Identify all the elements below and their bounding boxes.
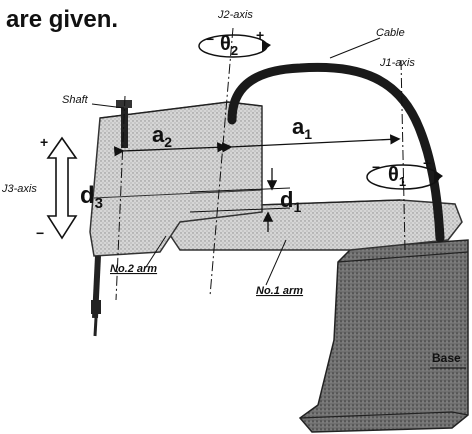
shaft [91, 100, 132, 337]
j2-axis-line [209, 27, 234, 297]
cable-label: Cable [376, 27, 405, 39]
no1-arm-label: No.1 arm [256, 285, 303, 297]
no2-arm-label: No.2 arm [110, 263, 157, 275]
j3-minus-sign: − [36, 225, 44, 241]
symbol-theta1: θ1 [388, 164, 406, 189]
j2-axis-label: J2-axis [217, 9, 253, 21]
no2-arm-leader [145, 235, 167, 268]
symbol-theta2: θ2 [220, 33, 238, 58]
j3-axis-label: J3-axis [1, 183, 37, 195]
dimension-a2 [114, 142, 228, 157]
symbol-d1: d1 [280, 187, 301, 215]
theta1-minus-sign: − [372, 159, 380, 175]
symbol-a2: a2 [152, 122, 172, 150]
heading-text: are given. [6, 6, 118, 33]
no1-arm-leader [265, 239, 287, 286]
no2-arm [89, 101, 263, 257]
cable [227, 62, 445, 243]
cable-leader [329, 37, 381, 59]
theta2-minus-sign: − [206, 31, 214, 47]
symbol-a1: a1 [292, 114, 312, 142]
symbol-d3: d3 [80, 182, 103, 212]
j3-plus-sign: + [40, 134, 48, 150]
dimension-d1 [189, 168, 291, 232]
j1-axis-line [400, 59, 406, 251]
j3-axis-line [115, 95, 126, 301]
dimension-a1 [221, 134, 401, 153]
shaft-leader [91, 103, 125, 109]
theta2-rotation-arrow [198, 34, 271, 58]
base-label: Base [432, 351, 461, 365]
shaft-label: Shaft [62, 94, 89, 106]
j3-double-arrow [46, 136, 78, 240]
theta1-plus-sign: + [423, 155, 431, 171]
robot-base [298, 239, 469, 433]
theta1-rotation-arrow [366, 164, 443, 190]
j1-axis-label: J1-axis [379, 57, 415, 69]
theta2-plus-sign: + [256, 27, 264, 43]
